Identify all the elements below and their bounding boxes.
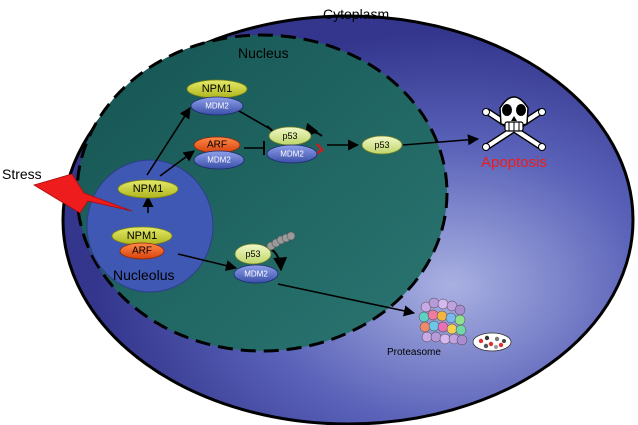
pathway-arrows bbox=[142, 107, 480, 317]
lightning-bolt-icon bbox=[33, 173, 133, 214]
ubiquitination-arrow-lower bbox=[270, 248, 288, 272]
mdm2-label-center: MDM2 bbox=[280, 150, 304, 159]
mdm2-oval-center bbox=[266, 144, 318, 164]
mdm2-oval-lower bbox=[233, 264, 279, 284]
proteasome-complex-icon bbox=[418, 297, 468, 346]
arf-oval-nucleolus bbox=[119, 242, 165, 260]
apoptosis-label: Apoptosis bbox=[481, 154, 547, 171]
proteasome-label: Proteasome bbox=[387, 347, 441, 358]
mdm2-label-mid: MDM2 bbox=[207, 156, 231, 165]
nucleolus bbox=[86, 159, 214, 293]
cytoplasm-label: Cytoplasm bbox=[323, 6, 389, 22]
ubiquitin-chain-icon bbox=[266, 231, 296, 251]
npm1-oval-nucleolus-upper bbox=[117, 179, 179, 199]
degraded-peptides-icon bbox=[472, 332, 512, 352]
stress-label: Stress bbox=[2, 166, 42, 182]
p53-label-center: p53 bbox=[282, 131, 297, 141]
skull-and-crossbones-icon bbox=[482, 96, 546, 151]
mdm2-oval-top bbox=[190, 96, 244, 116]
p53-label-lower: p53 bbox=[245, 249, 260, 259]
npm1-label-nucleolus-lower: NPM1 bbox=[127, 230, 158, 242]
ubiquitin-mark-center bbox=[315, 143, 324, 156]
arf-label-nucleolus: ARF bbox=[132, 246, 152, 257]
arf-label-mid: ARF bbox=[207, 140, 227, 151]
mdm2-label-top: MDM2 bbox=[205, 102, 229, 111]
mdm2-oval-mid bbox=[193, 150, 245, 170]
p53-oval-right bbox=[361, 135, 403, 155]
mdm2-label-lower: MDM2 bbox=[244, 270, 268, 279]
nucleolus-label: Nucleolus bbox=[113, 267, 174, 283]
nucleus-label: Nucleus bbox=[238, 45, 289, 61]
p53-oval-lower bbox=[234, 243, 272, 265]
p53-label-right: p53 bbox=[374, 140, 389, 150]
npm1-label-nucleolus-upper: NPM1 bbox=[133, 183, 164, 195]
npm1-label-top: NPM1 bbox=[202, 83, 233, 95]
